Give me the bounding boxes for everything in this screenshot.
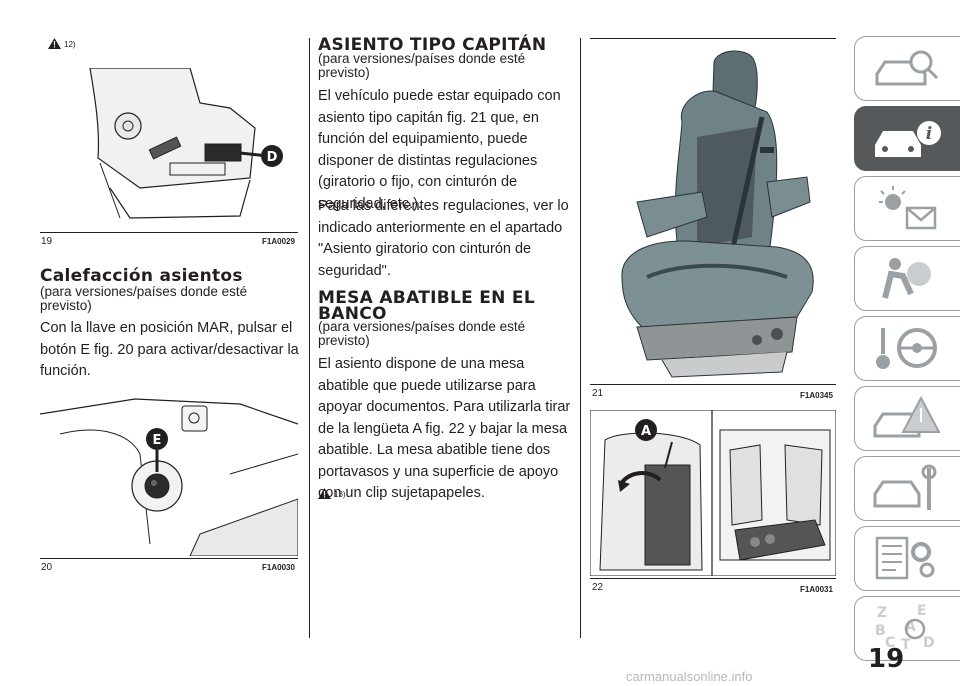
tab-emergency[interactable] xyxy=(854,386,960,451)
figure-19-seat-heating-switch: D xyxy=(40,68,298,230)
warning-lights-icon xyxy=(879,186,937,230)
heating-section-body: Con la llave en posición MAR, pulsar el … xyxy=(40,320,299,379)
figure-21-rule xyxy=(590,384,836,385)
captain-seat-paragraph-2: Para las diferentes regulaciones, ver lo… xyxy=(318,198,569,279)
column-divider-2 xyxy=(580,38,581,638)
svg-text:i: i xyxy=(926,124,932,144)
figure-20-rule xyxy=(40,558,298,559)
figure-21-code: F1A0345 xyxy=(800,391,833,400)
airbag-icon xyxy=(882,258,931,299)
index-letters-icon: Z E B A C DT xyxy=(875,603,935,651)
figure-21-number: 21 xyxy=(592,388,604,399)
folding-table-body: El asiento dispone de una mesa abatible … xyxy=(318,356,571,501)
specs-gears-icon xyxy=(875,536,935,580)
column-divider-1 xyxy=(309,38,310,638)
heating-section-title: Calefacción asientos xyxy=(40,266,243,286)
captain-seat-paragraph-1: El vehículo puede estar equipado con asi… xyxy=(318,88,561,212)
captain-seat-title: ASIENTO TIPO CAPITÁN xyxy=(318,35,547,55)
svg-text:E: E xyxy=(917,603,927,619)
figure-19-callout-d: D xyxy=(267,150,278,165)
figure-20-callout-e: E xyxy=(153,433,162,448)
figure-21-captain-seat xyxy=(592,42,836,380)
heating-section-subtitle: (para versiones/países donde esté previs… xyxy=(40,284,248,313)
svg-text:Z: Z xyxy=(877,605,887,621)
svg-text:C: C xyxy=(885,635,895,651)
tab-starting-driving[interactable] xyxy=(854,316,960,381)
figure-22-number: 22 xyxy=(592,582,604,593)
figure-20-code: F1A0030 xyxy=(262,563,295,572)
svg-text:B: B xyxy=(875,623,886,639)
folding-table-title-line-1: MESA ABATIBLE EN EL xyxy=(318,288,535,308)
tab-maintenance[interactable] xyxy=(854,456,960,521)
tab-warning-lights[interactable] xyxy=(854,176,960,241)
warning-triangle-icon xyxy=(318,488,331,499)
folding-table-subtitle: (para versiones/países donde esté previs… xyxy=(318,319,526,348)
watermark: carmanualsonline.info xyxy=(626,669,753,684)
folding-table-title-line-2: BANCO xyxy=(318,304,387,324)
figure-21-top-rule xyxy=(590,38,836,39)
figure-22-code: F1A0031 xyxy=(800,585,833,594)
car-tools-icon xyxy=(873,464,937,510)
emergency-icon xyxy=(873,395,941,438)
car-search-icon xyxy=(875,50,939,86)
tab-vehicle-overview[interactable] xyxy=(854,36,960,101)
svg-text:A: A xyxy=(905,619,916,635)
figure-19-number: 19 xyxy=(41,236,53,247)
tab-vehicle-knowledge[interactable]: i xyxy=(854,106,960,171)
warning-note-12: 12) xyxy=(48,38,76,49)
svg-text:T: T xyxy=(901,637,911,651)
warning-triangle-icon xyxy=(48,38,61,49)
svg-text:D: D xyxy=(923,635,935,651)
warning-note-13: 13) xyxy=(318,488,346,499)
tab-safety[interactable] xyxy=(854,246,960,311)
figure-19-code: F1A0029 xyxy=(262,237,295,246)
car-info-icon: i xyxy=(875,121,941,157)
figure-22-callout-a: A xyxy=(641,424,651,439)
figure-22-folding-table: A xyxy=(590,410,836,576)
figure-19-rule xyxy=(40,232,298,233)
tab-technical-data[interactable] xyxy=(854,526,960,591)
figure-20-number: 20 xyxy=(41,562,53,573)
figure-22-rule xyxy=(590,578,836,579)
key-steering-icon xyxy=(876,328,937,369)
figure-20-heated-seat-button: E xyxy=(40,394,298,556)
page-number: 19 xyxy=(868,644,905,674)
captain-seat-subtitle: (para versiones/países donde esté previs… xyxy=(318,51,526,80)
